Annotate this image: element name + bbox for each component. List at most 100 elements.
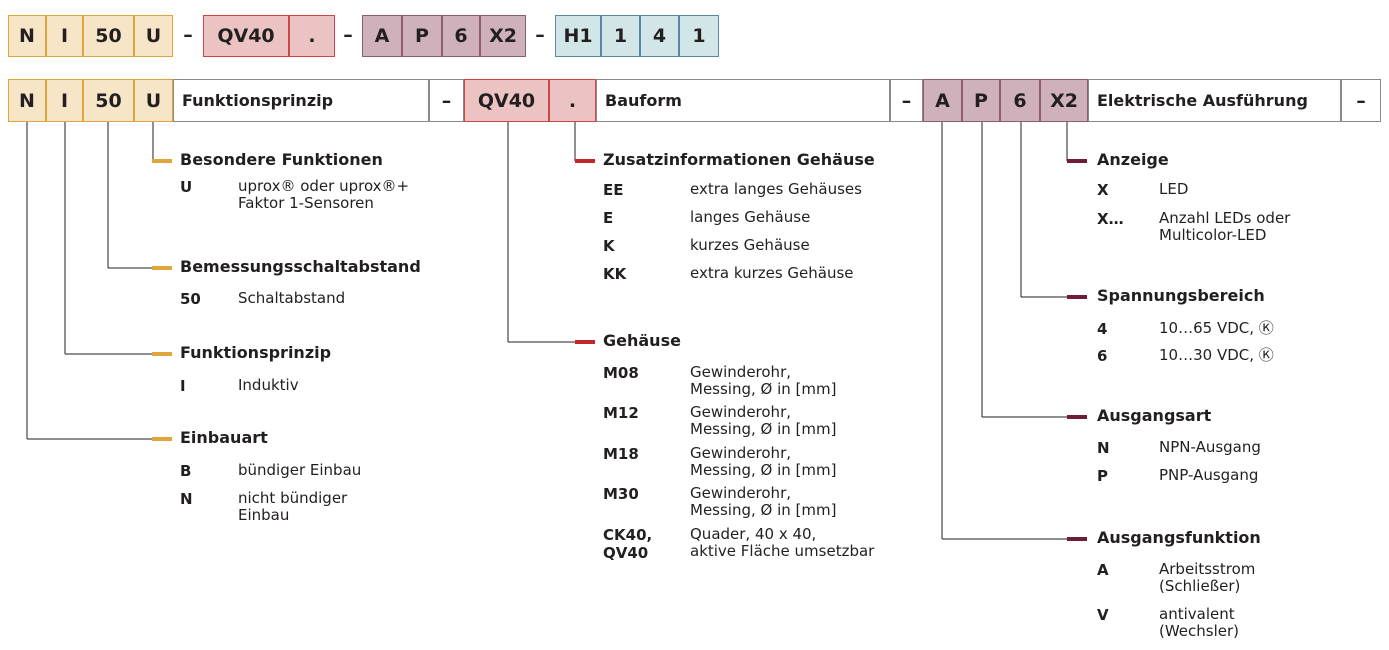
ausgangsfunktion-marker (1067, 537, 1087, 541)
ausgangsart-marker (1067, 415, 1087, 419)
gehaeuse-code-3: M30 (603, 485, 639, 503)
ausgangsart-code-1: P (1097, 467, 1108, 485)
ausgangsfunktion-desc-0-0: Arbeitsstrom (1159, 560, 1256, 578)
code-line: QV40 (603, 544, 649, 562)
code-box-6: . (289, 15, 335, 57)
code-line: K (603, 237, 615, 255)
code-box-13: 4 (640, 15, 679, 57)
gehaeuse-desc-1-0: Gewinderohr, (690, 403, 792, 421)
group3-box-1: A (923, 79, 962, 122)
funktionsprinzip-code-0: I (180, 377, 186, 395)
gehaeuse-desc-0-1: Messing, Ø in [mm] (690, 380, 837, 398)
gehaeuse-desc-3-1: Messing, Ø in [mm] (690, 501, 837, 519)
gehaeuse-desc-0-0: Gewinderohr, (690, 363, 792, 381)
code-line: I (180, 377, 186, 395)
gehaeuse-heading: Gehäuse (603, 331, 681, 350)
code-box-1: N (8, 15, 46, 57)
dash-separator: – (535, 24, 545, 46)
zusatz-marker (575, 159, 595, 163)
code-line: EE (603, 181, 624, 199)
code-line: N (180, 490, 193, 508)
funktionsprinzip-desc-0-0: Induktiv (238, 376, 299, 394)
code-line: 6 (1097, 347, 1108, 365)
code-box-10: X2 (480, 15, 526, 57)
spannung-desc-0-0: 10…65 VDC, Ⓚ (1159, 319, 1274, 337)
code-line: P (1097, 467, 1108, 485)
zusatz-code-0: EE (603, 181, 624, 199)
einbauart-desc-1-1: Einbau (238, 506, 290, 524)
zusatz-heading: Zusatzinformationen Gehäuse (603, 150, 875, 169)
code-box-3: 50 (83, 15, 134, 57)
gehaeuse-desc-2-1: Messing, Ø in [mm] (690, 461, 837, 479)
code-line: M08 (603, 364, 639, 382)
code-line: 4 (1097, 320, 1108, 338)
code-box-9: 6 (442, 15, 480, 57)
group3-box-4: X2 (1040, 79, 1088, 122)
code-line: A (1097, 561, 1109, 579)
zusatz-desc-0-0: extra langes Gehäuses (690, 180, 862, 198)
anzeige-marker (1067, 159, 1087, 163)
group2-label: Bauform (596, 79, 890, 122)
anzeige-desc-1-0: Anzahl LEDs oder (1159, 209, 1291, 227)
zusatz-code-2: K (603, 237, 615, 255)
ausgangsfunktion-desc-1-1: (Wechsler) (1159, 622, 1240, 640)
code-line: M18 (603, 445, 639, 463)
code-line: U (180, 178, 193, 196)
code-box-12: 1 (601, 15, 640, 57)
code-box-2: I (46, 15, 83, 57)
besondere-desc-0-0: uprox® oder uprox®+ (238, 177, 410, 195)
group1-box-2: I (46, 79, 83, 122)
code-line: X… (1097, 210, 1124, 228)
code-line: KK (603, 265, 627, 283)
code-box-7: A (362, 15, 402, 57)
gehaeuse-desc-1-1: Messing, Ø in [mm] (690, 420, 837, 438)
gehaeuse-desc-4-1: aktive Fläche umsetzbar (690, 542, 875, 560)
anzeige-desc-0-0: LED (1159, 180, 1189, 198)
gehaeuse-code-2: M18 (603, 445, 639, 463)
zusatz-desc-2-0: kurzes Gehäuse (690, 236, 810, 254)
code-line: M12 (603, 404, 639, 422)
gehaeuse-code-0: M08 (603, 364, 639, 382)
dash-separator: – (183, 24, 193, 46)
besondere-marker (152, 159, 172, 163)
dash-box: – (1341, 79, 1381, 122)
spannung-marker (1067, 295, 1087, 299)
gehaeuse-marker (575, 340, 595, 344)
bemessung-code-0: 50 (180, 290, 201, 308)
besondere-heading: Besondere Funktionen (180, 150, 383, 169)
einbauart-heading: Einbauart (180, 428, 268, 447)
ausgangsfunktion-code-0: A (1097, 561, 1109, 579)
gehaeuse-desc-3-0: Gewinderohr, (690, 484, 792, 502)
einbauart-marker (152, 437, 172, 441)
group1-box-1: N (8, 79, 46, 122)
ausgangsfunktion-desc-0-1: (Schließer) (1159, 577, 1241, 595)
group1-label: Funktionsprinzip (173, 79, 429, 122)
zusatz-desc-1-0: langes Gehäuse (690, 208, 811, 226)
ausgangsfunktion-desc-1-0: antivalent (1159, 605, 1235, 623)
group3-label: Elektrische Ausführung (1088, 79, 1341, 122)
anzeige-desc-1-1: Multicolor-LED (1159, 226, 1267, 244)
group2-box-1: QV40 (464, 79, 549, 122)
code-line: V (1097, 606, 1109, 624)
einbauart-desc-1-0: nicht bündiger (238, 489, 348, 507)
gehaeuse-code-4: CK40,QV40 (603, 526, 652, 562)
group2-box-2: . (549, 79, 596, 122)
code-box-5: QV40 (203, 15, 289, 57)
dash-box: – (429, 79, 464, 122)
code-box-14: 1 (679, 15, 719, 57)
code-line: M30 (603, 485, 639, 503)
ausgangsart-heading: Ausgangsart (1097, 406, 1212, 425)
besondere-desc-0-1: Faktor 1-Sensoren (238, 194, 374, 212)
spannung-code-0: 4 (1097, 320, 1107, 338)
bemessung-desc-0-0: Schaltabstand (238, 289, 346, 307)
group3-box-3: 6 (1000, 79, 1040, 122)
code-line: B (180, 462, 192, 480)
code-line: 50 (180, 290, 201, 308)
code-box-8: P (402, 15, 442, 57)
gehaeuse-code-1: M12 (603, 404, 639, 422)
group1-box-4: U (134, 79, 173, 122)
group1-box-3: 50 (83, 79, 134, 122)
anzeige-code-1: X… (1097, 210, 1124, 228)
group3-box-2: P (962, 79, 1000, 122)
code-line: X (1097, 181, 1109, 199)
